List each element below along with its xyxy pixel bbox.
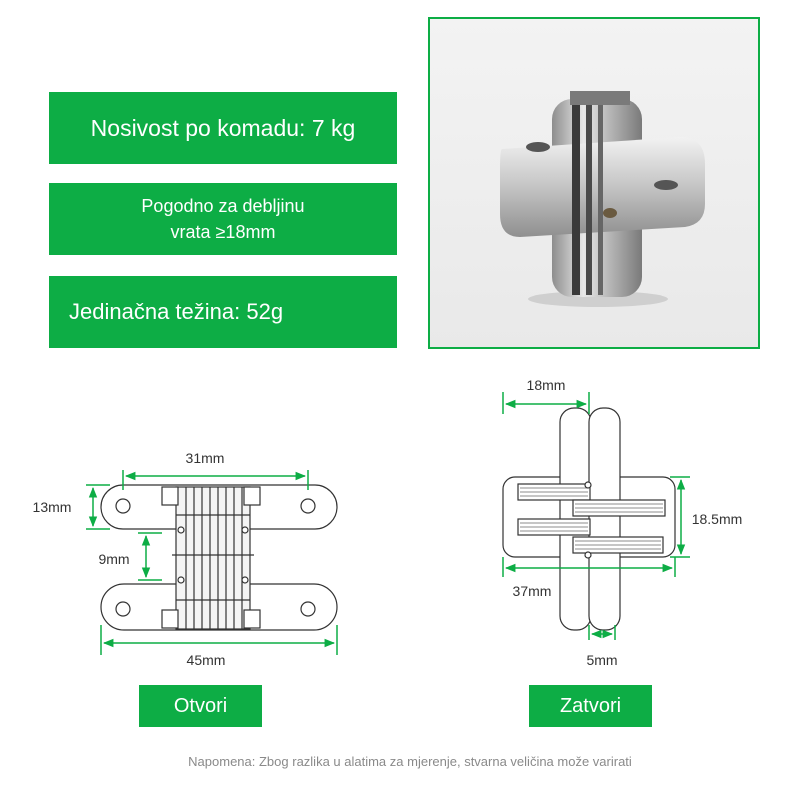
dim-9mm: 9mm [98,551,129,567]
product-photo [428,17,760,349]
open-dimension-lines [86,470,338,655]
spec-unit-weight: Jedinačna težina: 52g [49,276,397,348]
open-state-text: Otvori [173,694,228,717]
spec-load-text: Nosivost po komadu: 7 kg [90,115,356,141]
spec-load-capacity: Nosivost po komadu: 7 kg [49,92,397,164]
closed-dimension-lines [502,392,690,640]
spec-thickness-line2: vrata ≥18mm [170,222,276,242]
spec-door-thickness: Pogodno za debljinu vrata ≥18mm [49,183,397,255]
spec-thickness-text: Pogodno za debljinu vrata ≥18mm [141,193,304,245]
open-state-label: Otvori [139,685,262,727]
spec-thickness-line1: Pogodno za debljinu [141,196,305,216]
closed-state-label: Zatvori [529,685,652,727]
dim-45mm: 45mm [187,652,226,668]
spec-weight-text: Jedinačna težina: 52g [69,299,284,324]
dim-5mm: 5mm [586,652,617,668]
measurement-note: Napomena: Zbog razlika u alatima za mjer… [188,754,632,769]
dim-13mm: 13mm [33,499,72,515]
hinge-photo-illustration [500,91,705,307]
closed-state-text: Zatvori [559,694,622,717]
dim-37mm: 37mm [513,583,552,599]
dim-31mm: 31mm [186,450,225,466]
open-hinge-drawing [100,484,338,631]
closed-hinge-drawing [502,407,676,631]
dim-18-5mm: 18.5mm [692,511,743,527]
dim-18mm: 18mm [527,377,566,393]
